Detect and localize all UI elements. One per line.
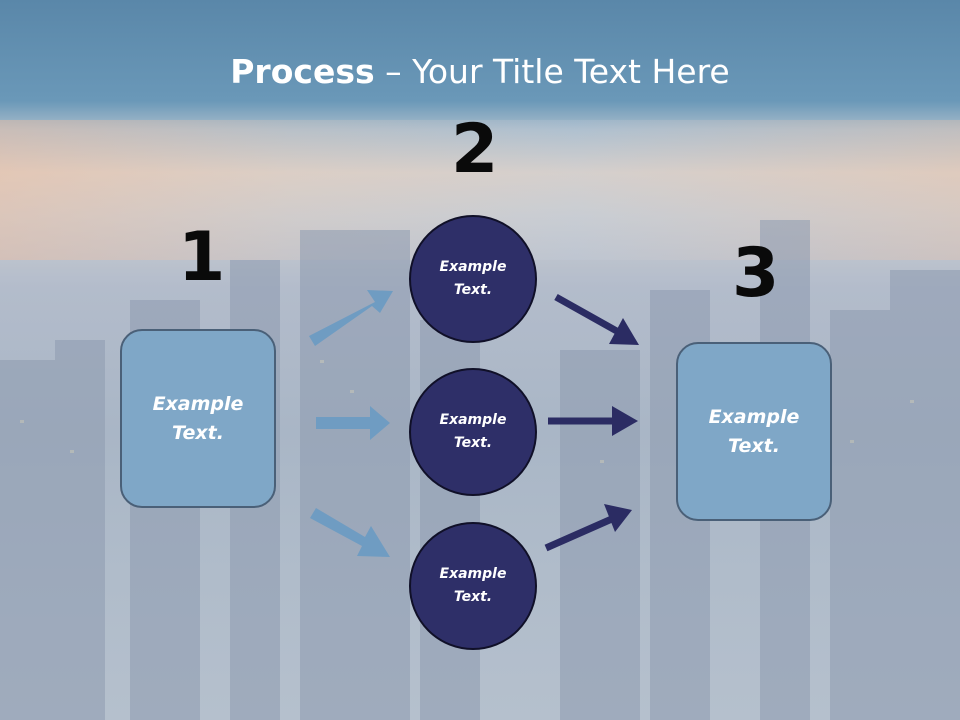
arrow-bottom-to-step3 (544, 504, 632, 552)
step3-text-line2: Text. (728, 434, 780, 457)
arrow-step1-to-middle (316, 406, 390, 440)
circle-bottom-text-line1: Example (439, 566, 507, 582)
arrow-middle-to-step3 (548, 406, 638, 436)
step-number-1: 1 (178, 218, 226, 297)
arrow-step1-to-top (309, 290, 393, 346)
arrow-top-to-step3 (554, 293, 639, 345)
circle-bottom-text-line2: Text. (453, 589, 493, 605)
step3-box: Example Text. (676, 342, 832, 521)
slide-title: Process – Your Title Text Here (0, 52, 960, 91)
circle-top-text-line1: Example (439, 259, 507, 275)
circle-top-text-line2: Text. (453, 282, 493, 298)
circle-middle-text-line2: Text. (453, 435, 493, 451)
step2-circle-middle: Example Text. (409, 368, 537, 496)
step1-text-line1: Example (152, 392, 244, 415)
step-number-2: 2 (451, 110, 499, 189)
step-number-3: 3 (732, 234, 780, 313)
title-bold: Process (230, 52, 375, 91)
step2-circle-top: Example Text. (409, 215, 537, 343)
step1-box: Example Text. (120, 329, 276, 508)
step2-circle-bottom: Example Text. (409, 522, 537, 650)
step1-text-line2: Text. (172, 421, 224, 444)
title-rest: – Your Title Text Here (374, 52, 730, 91)
step3-text-line1: Example (708, 405, 800, 428)
arrow-step1-to-bottom (310, 508, 390, 557)
circle-middle-text-line1: Example (439, 412, 507, 428)
